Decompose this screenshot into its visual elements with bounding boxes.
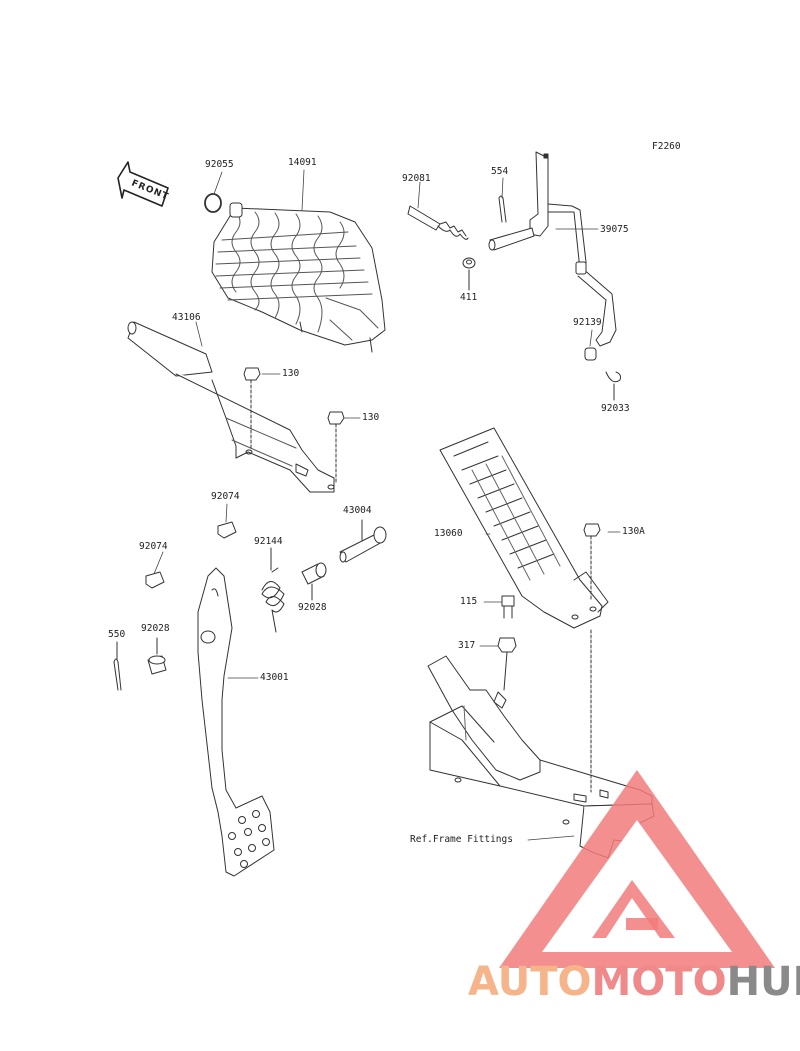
part-label-550[interactable]: 550 [108, 629, 126, 640]
clip-92033 [605, 371, 621, 401]
part-label-92033[interactable]: 92033 [601, 403, 630, 414]
cotter-pin-554 [498, 195, 507, 223]
part-label-92074-upper[interactable]: 92074 [211, 491, 240, 502]
front-arrow-icon: FRONT [117, 161, 170, 207]
rod-39075 [488, 151, 617, 347]
part-label-92139[interactable]: 92139 [573, 317, 602, 328]
brake-pedal-43001 [197, 567, 275, 877]
part-label-130A[interactable]: 130A [622, 526, 645, 537]
part-label-14091[interactable]: 14091 [288, 157, 317, 168]
part-label-411[interactable]: 411 [460, 292, 478, 303]
part-label-39075[interactable]: 39075 [600, 224, 629, 235]
cap-92074-lower [145, 571, 165, 589]
part-label-43004[interactable]: 43004 [343, 505, 372, 516]
shaft-43004 [339, 519, 387, 563]
bolt-130-left [243, 367, 261, 451]
part-label-554[interactable]: 554 [491, 166, 509, 177]
bushing-92139 [584, 347, 597, 361]
part-label-ref-frame-fittings[interactable]: Ref.Frame Fittings [410, 834, 513, 845]
bushing-92028-left [147, 637, 167, 675]
part-label-13060[interactable]: 13060 [434, 528, 463, 539]
boot-cover-14091 [211, 202, 386, 353]
watermark-text-hub: HUB [726, 959, 800, 1005]
pin-92081 [407, 205, 469, 240]
accelerator-pedal-13060 [439, 427, 609, 629]
part-label-92028-left[interactable]: 92028 [141, 623, 170, 634]
nut-317 [497, 637, 517, 691]
cap-92074-upper [217, 521, 237, 539]
bolt-115 [501, 595, 515, 619]
spring-92144 [261, 547, 285, 633]
bushing-92028-right [301, 562, 327, 601]
watermark-text-auto: AUTO [468, 959, 592, 1005]
bolt-130-right [327, 411, 345, 483]
part-label-92028-right[interactable]: 92028 [298, 602, 327, 613]
part-label-130-lower[interactable]: 130 [362, 412, 380, 423]
o-ring-92055 [204, 193, 222, 213]
watermark-logo [499, 770, 775, 968]
part-label-115[interactable]: 115 [460, 596, 478, 607]
cotter-pin-550 [113, 641, 122, 691]
part-label-43106[interactable]: 43106 [172, 312, 201, 323]
part-label-43001[interactable]: 43001 [260, 672, 289, 683]
parking-brake-lever-43106 [127, 321, 335, 493]
diagram-code: F2260 [652, 141, 681, 152]
part-label-92144[interactable]: 92144 [254, 536, 283, 547]
part-label-130-upper[interactable]: 130 [282, 368, 300, 379]
part-label-92055[interactable]: 92055 [205, 159, 234, 170]
part-label-92081[interactable]: 92081 [402, 173, 431, 184]
leader-lines [153, 169, 621, 841]
washer-411 [462, 257, 476, 291]
part-label-317[interactable]: 317 [458, 640, 476, 651]
part-label-92074-lower[interactable]: 92074 [139, 541, 168, 552]
bolt-130A [583, 523, 601, 793]
watermark-text: AUTOMOTOHUB [468, 962, 800, 1002]
watermark-text-moto: MOTO [591, 959, 727, 1005]
